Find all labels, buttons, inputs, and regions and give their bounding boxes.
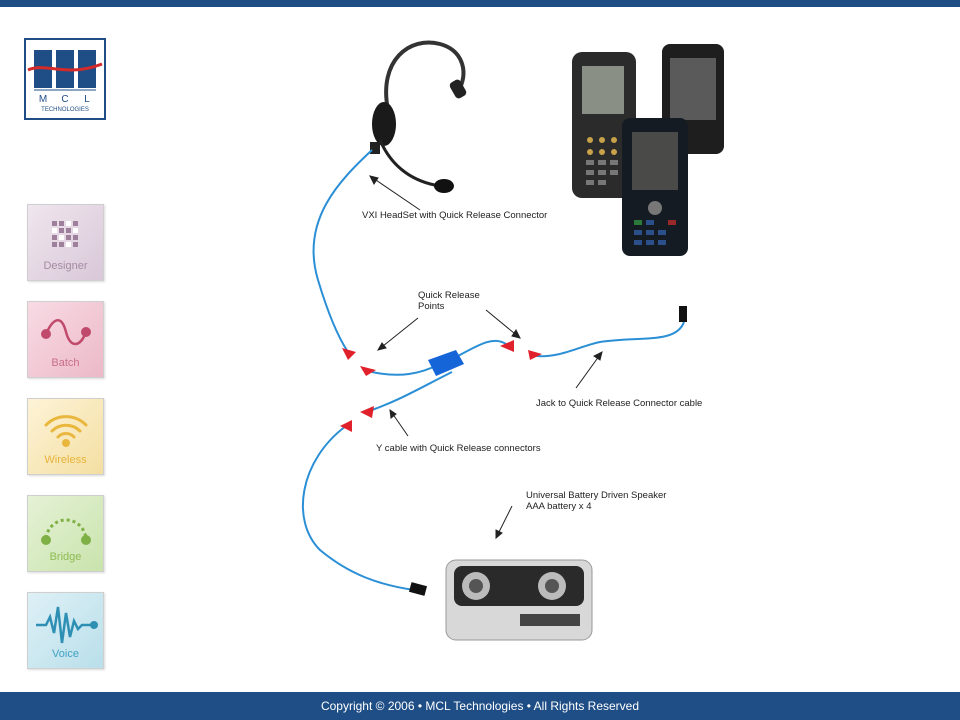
quick-release-connector bbox=[360, 406, 374, 418]
annotation-arrows bbox=[369, 175, 603, 540]
sidebar-item-voice[interactable]: Voice bbox=[27, 592, 104, 669]
sidebar-item-label: Wireless bbox=[44, 454, 87, 466]
sidebar-item-label: Designer bbox=[43, 260, 88, 272]
grid-icon bbox=[52, 221, 78, 247]
top-bar bbox=[0, 0, 960, 7]
sidebar-item-label: Bridge bbox=[49, 551, 82, 563]
cable-lines bbox=[301, 149, 685, 591]
sidebar-item-label: Voice bbox=[52, 648, 79, 660]
jack-cable-label: Jack to Quick Release Connector cable bbox=[536, 398, 703, 409]
footer-bar: Copyright © 2006 • MCL Technologies • Al… bbox=[0, 692, 960, 720]
quick-release-label-line1: Quick Release bbox=[418, 290, 480, 301]
headset-image bbox=[370, 40, 467, 193]
sidebar-item-batch[interactable]: Batch bbox=[27, 301, 104, 378]
mobile-computers-image bbox=[572, 44, 724, 256]
jack-plug bbox=[679, 306, 687, 322]
wave-connector-icon bbox=[41, 319, 91, 346]
speaker-image bbox=[445, 559, 593, 641]
copyright-text: Copyright © 2006 • MCL Technologies • Al… bbox=[320, 699, 640, 713]
sidebar-item-wireless[interactable]: Wireless bbox=[27, 398, 104, 475]
quick-release-label-line2: Points bbox=[418, 301, 445, 312]
logo-letter-l: L bbox=[84, 94, 90, 105]
logo-letter-m: M bbox=[39, 94, 47, 105]
headset-label: VXI HeadSet with Quick Release Connector bbox=[362, 210, 548, 221]
speaker-plug bbox=[408, 582, 428, 596]
quick-release-connector bbox=[342, 348, 356, 360]
y-splitter bbox=[428, 350, 464, 376]
speaker-label-line1: Universal Battery Driven Speaker bbox=[526, 490, 667, 501]
mcl-logo: M C L TECHNOLOGIES bbox=[24, 38, 106, 120]
quick-release-connector bbox=[528, 350, 542, 360]
quick-release-connector bbox=[340, 420, 352, 432]
logo-subtitle: TECHNOLOGIES bbox=[41, 107, 89, 113]
quick-release-connector bbox=[500, 340, 514, 352]
quick-release-connector bbox=[360, 366, 376, 376]
y-cable-label: Y cable with Quick Release connectors bbox=[376, 443, 541, 454]
waveform-icon bbox=[36, 606, 98, 644]
sidebar-item-designer[interactable]: Designer bbox=[27, 204, 104, 281]
wifi-icon bbox=[44, 415, 88, 447]
speaker-label-line2: AAA battery x 4 bbox=[526, 501, 592, 512]
bridge-icon bbox=[41, 518, 91, 545]
quick-release-connectors bbox=[340, 306, 687, 596]
logo-letter-c: C bbox=[61, 94, 68, 105]
sidebar-item-label: Batch bbox=[51, 357, 80, 369]
sidebar-item-bridge[interactable]: Bridge bbox=[27, 495, 104, 572]
